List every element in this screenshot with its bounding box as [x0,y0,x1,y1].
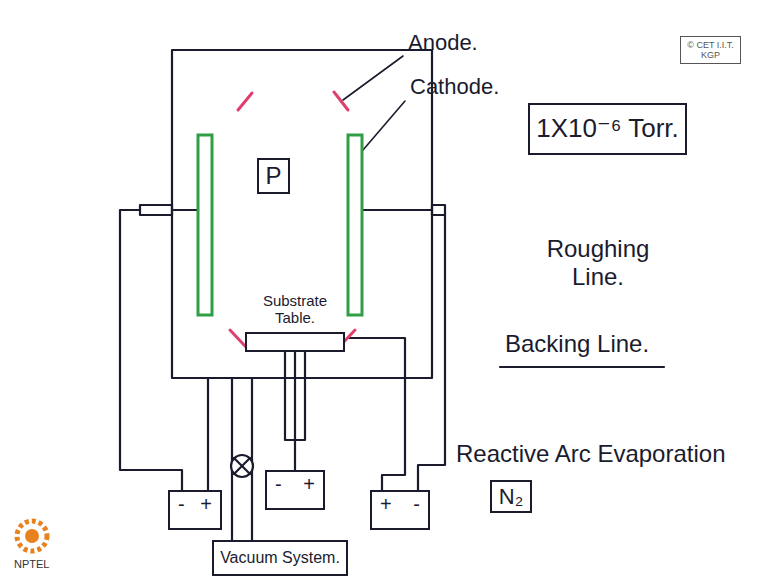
leader-line [343,56,403,100]
polarity-sign: + [303,473,315,496]
part-label: Cathode. [410,74,499,99]
polarity-sign: - [413,493,420,516]
feedthrough [140,205,172,215]
substrate-table: Substrate Table. [245,287,345,352]
nptel-logo [17,521,47,551]
anode [334,92,348,110]
substrate-table-top [245,332,345,352]
node-text: N₂ [499,484,523,509]
anode [230,330,245,346]
power-supply: -+ [168,490,222,530]
node-text: © CET I.I.T. KGP [687,40,734,61]
watermark: NPTEL [14,558,49,571]
polarity-sign: - [275,473,282,496]
node-text: Substrate Table. [249,292,341,327]
logo-gear [17,521,47,551]
part-label: Anode. [408,30,478,55]
feedthrough [432,205,445,215]
cathode-lead [362,209,432,211]
logo-center [25,529,39,543]
valve-symbol [231,455,253,477]
pressure-box: 1X10⁻⁶ Torr. [528,103,687,155]
cathode [348,135,362,315]
anode [238,93,252,110]
note: Roughing Line. [528,235,668,290]
polarity-sign: + [200,493,212,516]
wire [348,338,405,490]
power-supply: -+ [265,470,325,510]
gas-box: N₂ [490,480,532,513]
valve-symbol [234,458,250,474]
power-supply: +- [370,490,430,530]
wire [418,215,445,490]
copyright-box: © CET I.I.T. KGP [680,36,741,64]
cathode [198,135,212,315]
polarity-sign: - [178,493,185,516]
polarity-sign: + [380,493,392,516]
node-text: Vacuum System. [220,549,340,567]
vacuum-system-box: Vacuum System. [212,540,348,576]
note: Backing Line. [505,330,649,358]
leader-line [363,101,405,150]
title-note: Reactive Arc Evaporation [456,440,725,468]
vacuum-chamber [172,50,432,378]
plasma-box: P [257,158,290,194]
wire [120,210,182,490]
node-text: 1X10⁻⁶ Torr. [536,114,678,144]
node-text: P [265,162,281,190]
connector-wire [294,352,296,470]
cathode-lead [172,209,198,211]
valve-symbol [234,458,250,474]
wire [207,378,209,490]
underline [500,366,664,368]
